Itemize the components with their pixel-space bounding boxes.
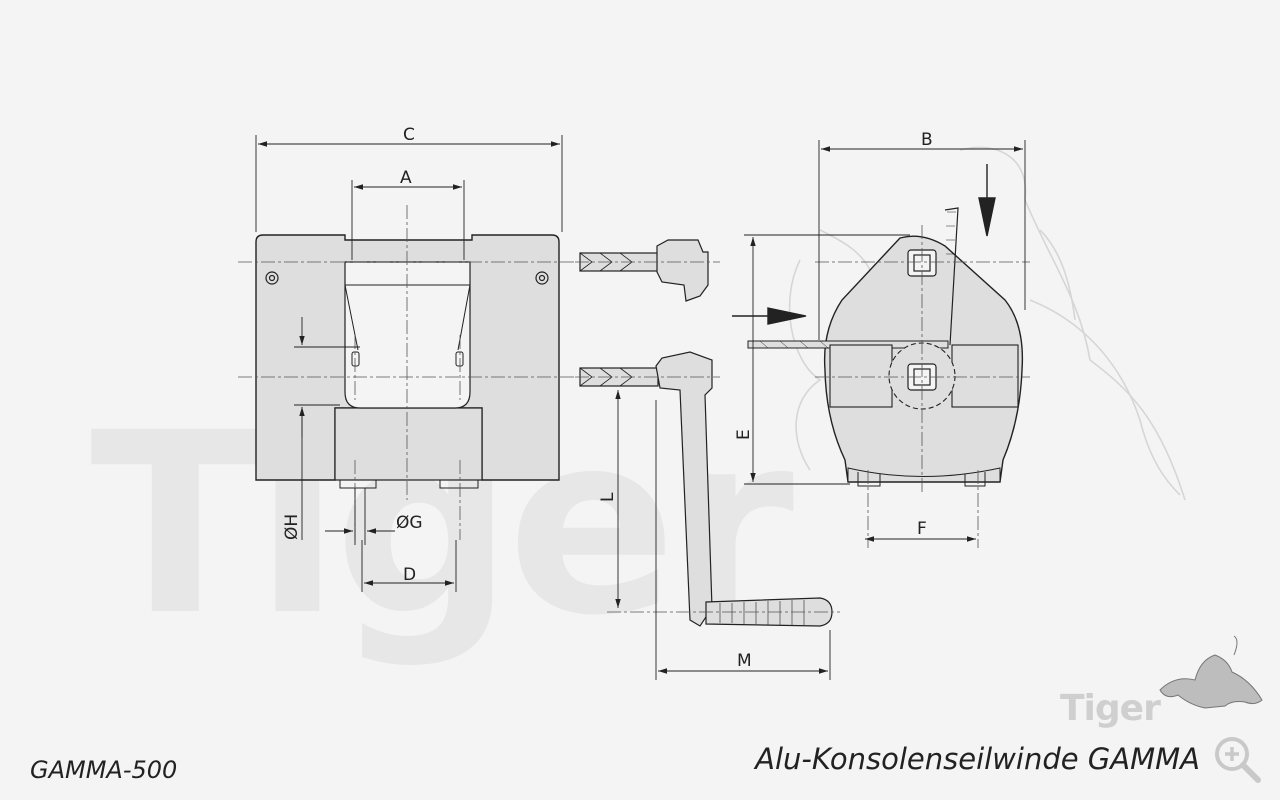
mount-hole-icon <box>265 271 549 285</box>
dimension-d-label: D <box>403 565 416 585</box>
load-arrow-icon <box>732 164 996 325</box>
crank-arm <box>655 351 713 627</box>
crank-parts <box>579 239 833 627</box>
dimension-f-label: F <box>917 519 927 539</box>
zoom-in-icon[interactable] <box>1212 734 1262 784</box>
dimension-c-label: C <box>403 125 415 145</box>
front-window <box>344 261 471 409</box>
dimension-m-label: M <box>737 651 752 671</box>
product-title: Alu-Konsolenseilwinde GAMMA <box>755 742 1200 776</box>
model-number: GAMMA-500 <box>30 756 178 784</box>
tiger-watermark-drawing <box>788 146 1186 501</box>
dimension-g-label: ØG <box>396 513 423 533</box>
front-lower-block <box>334 407 483 481</box>
dimension-e-label: E <box>734 429 754 440</box>
dimension-b-label: B <box>921 130 933 150</box>
side-view: B F E <box>732 130 1030 548</box>
dimension-a-label: A <box>400 168 412 188</box>
front-view: C A ØG D ØH <box>238 125 575 592</box>
rope-plate <box>944 207 959 346</box>
crank-dimensions <box>575 261 840 680</box>
crank-nut <box>656 239 709 302</box>
dimension-h-label: ØH <box>282 514 302 540</box>
dimension-l-label: L <box>598 492 618 502</box>
tiger-logo-icon <box>1159 635 1263 709</box>
logo-wordmark: Tiger <box>1060 688 1161 729</box>
